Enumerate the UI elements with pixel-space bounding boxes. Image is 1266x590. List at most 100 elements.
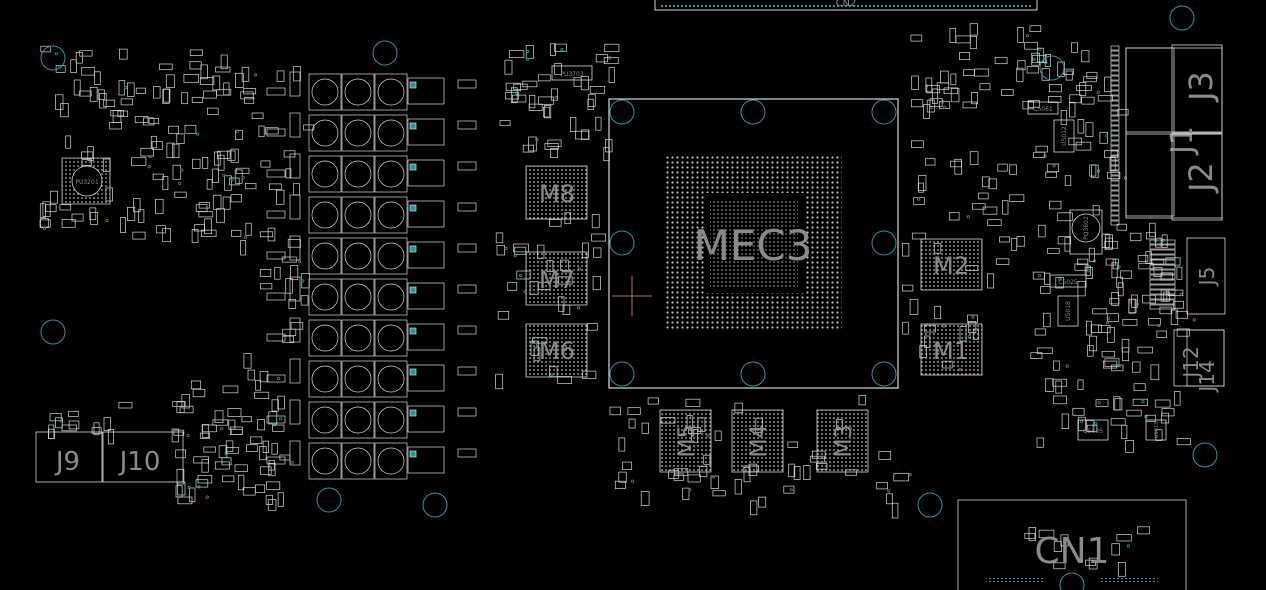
header-pin bbox=[1110, 105, 1120, 111]
passive-component bbox=[135, 87, 146, 94]
passive-component bbox=[1175, 310, 1188, 319]
passive-component bbox=[1137, 346, 1153, 354]
passive-component bbox=[962, 101, 977, 109]
passive-component bbox=[177, 496, 193, 505]
passive-component bbox=[91, 427, 102, 434]
passive-component bbox=[245, 222, 252, 236]
passive-component bbox=[1155, 237, 1162, 248]
capacitor-array bbox=[289, 112, 301, 138]
passive-component bbox=[929, 98, 943, 107]
passive-component bbox=[162, 88, 170, 104]
passive-component bbox=[891, 502, 899, 519]
memory-chip-m6-label: M6 bbox=[539, 337, 575, 365]
inductor-footprint bbox=[341, 401, 375, 439]
mounting-hole bbox=[871, 230, 897, 256]
passive-component bbox=[1132, 398, 1148, 406]
passive-component bbox=[89, 87, 98, 102]
passive-component bbox=[214, 410, 224, 423]
via bbox=[178, 181, 182, 185]
passive-component bbox=[1036, 347, 1053, 354]
passive-component bbox=[176, 133, 185, 144]
inductor-outline bbox=[377, 283, 405, 311]
passive-component bbox=[65, 135, 72, 149]
connector-j1-label: J1 bbox=[1165, 126, 1200, 156]
passive-component bbox=[1176, 266, 1183, 280]
passive-component bbox=[225, 440, 234, 452]
passive-component bbox=[279, 454, 291, 461]
passive-component bbox=[192, 158, 201, 169]
header-pin bbox=[1110, 175, 1120, 181]
inductor-outline bbox=[311, 324, 339, 352]
inductor-footprint bbox=[374, 155, 408, 193]
passive-component bbox=[508, 50, 525, 58]
passive-component bbox=[55, 94, 64, 110]
passive-component bbox=[1028, 100, 1040, 108]
memory-chip-m2: M2 bbox=[920, 238, 983, 291]
passive-component bbox=[153, 86, 161, 99]
passive-component bbox=[893, 472, 909, 482]
passive-component bbox=[510, 87, 518, 104]
inductor-outline bbox=[344, 242, 372, 270]
passive-component bbox=[175, 485, 183, 498]
connector-cn1: CN1 bbox=[957, 499, 1187, 590]
passive-component bbox=[181, 92, 189, 105]
passive-component bbox=[1107, 326, 1115, 343]
via bbox=[235, 129, 239, 133]
passive-component bbox=[513, 83, 528, 90]
inductor-footprint bbox=[308, 319, 342, 357]
passive-component bbox=[1113, 396, 1121, 411]
passive-component bbox=[1016, 67, 1024, 82]
via bbox=[278, 417, 283, 421]
via bbox=[1025, 34, 1030, 38]
passive-component bbox=[1002, 200, 1009, 215]
inductor-footprint bbox=[374, 278, 408, 316]
capacitor-array bbox=[289, 399, 301, 425]
passive-component bbox=[242, 487, 256, 496]
header-pin bbox=[1110, 130, 1120, 136]
passive-component bbox=[191, 96, 204, 103]
passive-component bbox=[1128, 298, 1136, 314]
passive-component bbox=[959, 52, 971, 61]
via bbox=[1052, 164, 1056, 168]
inductor-outline bbox=[311, 78, 339, 106]
inductor-outline bbox=[311, 160, 339, 188]
passive-component bbox=[1071, 42, 1078, 53]
passive-component bbox=[271, 443, 278, 455]
memory-chip-m2-label: M2 bbox=[933, 252, 969, 280]
passive-component bbox=[1030, 352, 1043, 359]
passive-component bbox=[550, 88, 558, 101]
passive-component bbox=[81, 67, 95, 76]
passive-component bbox=[1086, 320, 1092, 336]
passive-component bbox=[505, 92, 520, 100]
passive-component bbox=[603, 57, 619, 65]
passive-component bbox=[206, 179, 213, 190]
header-pin bbox=[1149, 264, 1176, 270]
passive-component bbox=[143, 117, 155, 126]
mosfet-footprint bbox=[407, 118, 445, 146]
ic-pu3703-label: PU3703 bbox=[560, 71, 583, 78]
passive-component bbox=[1121, 424, 1128, 439]
inductor-outline bbox=[344, 447, 372, 475]
passive-component bbox=[932, 88, 938, 104]
passive-component bbox=[1153, 266, 1163, 277]
passive-component bbox=[918, 175, 927, 191]
inductor-outline bbox=[344, 406, 372, 434]
passive-component bbox=[70, 59, 77, 73]
passive-component bbox=[1111, 364, 1124, 372]
via bbox=[1128, 300, 1132, 304]
passive-component bbox=[911, 140, 924, 148]
cap-c5061: C5061 bbox=[1027, 101, 1059, 115]
via bbox=[789, 488, 793, 492]
connector-cn1-label: CN1 bbox=[1035, 531, 1110, 572]
header-pin bbox=[1149, 269, 1176, 275]
passive-component bbox=[173, 429, 185, 436]
passive-component bbox=[987, 219, 1002, 226]
passive-component bbox=[1001, 89, 1014, 96]
passive-component bbox=[212, 194, 222, 210]
passive-component bbox=[1117, 282, 1124, 297]
passive-component bbox=[287, 239, 301, 248]
passive-component bbox=[1009, 194, 1025, 202]
passive-component bbox=[1116, 276, 1123, 288]
via bbox=[688, 488, 692, 492]
passive-component bbox=[589, 86, 605, 94]
